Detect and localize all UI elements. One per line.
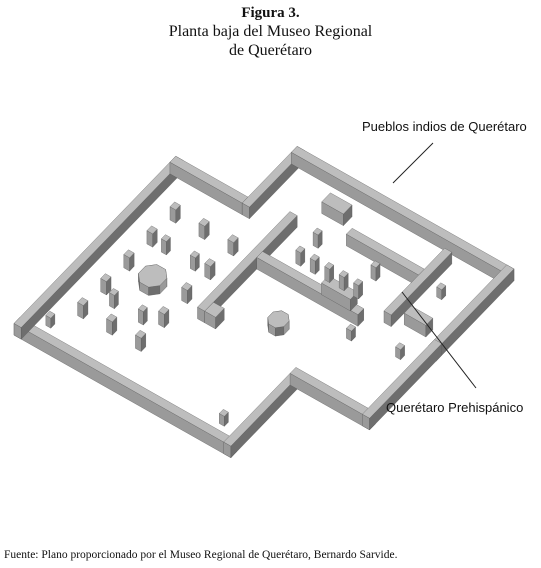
courtyard-pillar-top-face	[312, 227, 323, 236]
cloister-pillar-top-face	[158, 306, 170, 315]
cloister-pillar-top-face	[198, 218, 210, 227]
callout-queretaro-prehispanico: Querétaro Prehispánico	[386, 400, 524, 415]
wall-segment-top-face	[403, 305, 434, 326]
isolated-pillar	[395, 342, 405, 361]
cloister-fountain-top	[138, 264, 168, 288]
cloister-pillar	[158, 306, 170, 329]
wall-segment-top-face	[13, 155, 184, 328]
cloister-pillar-top-face	[161, 234, 171, 242]
cloister-pillar-top-face	[123, 249, 135, 259]
wall-segment-top-face	[289, 367, 376, 419]
courtyard-pillar	[370, 260, 381, 282]
isolated-pillar-top-face	[346, 323, 356, 332]
courtyard-pillar-top-face	[353, 278, 363, 286]
wall-segment	[169, 155, 249, 216]
isolated-pillar	[346, 323, 356, 342]
cloister-pillar-top-face	[169, 201, 181, 211]
cloister-fountain	[138, 264, 168, 296]
cloister-pillar	[106, 313, 118, 336]
isolated-pillar-top-face	[218, 409, 229, 417]
wall-segment	[291, 146, 515, 287]
cloister-pillar	[189, 250, 200, 272]
wall-segment	[13, 317, 237, 459]
cloister-pillar	[135, 329, 147, 352]
wall-segment-side-face	[369, 343, 442, 431]
leader-line-prehispanico	[401, 291, 477, 389]
courtyard-fountain-side	[275, 326, 284, 337]
callout-pueblos-indios: Pueblos indios de Querétaro	[362, 119, 527, 134]
cloister-pillar	[198, 218, 210, 241]
wall-segment	[321, 192, 353, 227]
courtyard-pillar	[338, 270, 349, 292]
wall-segment-top-face	[223, 373, 298, 447]
wall-segment-top-face	[428, 264, 515, 350]
pillar-group	[45, 201, 447, 427]
cloister-pillar	[181, 282, 193, 305]
cloister-pillar	[227, 234, 239, 257]
cloister-pillar-top-face	[227, 234, 239, 243]
courtyard-pillar	[312, 227, 323, 249]
courtyard-pillar-top-face	[295, 245, 306, 254]
cloister-pillar	[146, 225, 158, 248]
cloister-pillar-top-face	[106, 313, 118, 323]
cloister-pillar-top-face	[204, 258, 216, 267]
wall-segment-top-face	[197, 211, 298, 312]
cloister-pillar	[100, 273, 112, 296]
cloister-pillar	[169, 201, 181, 224]
courtyard-pillar-top-face	[370, 260, 381, 268]
wall-segment	[197, 211, 298, 324]
courtyard-fountain	[267, 310, 290, 337]
wall-segment-top-face	[383, 247, 453, 316]
courtyard-pillar-top-face	[309, 253, 320, 262]
cloister-pillar-top-face	[146, 225, 158, 235]
wall-segment	[204, 302, 225, 330]
cloister-pillar-top-face	[189, 250, 200, 259]
isolated-pillar	[218, 409, 229, 427]
courtyard-pillar	[309, 253, 320, 275]
leader-line-pueblos	[392, 142, 434, 184]
courtyard-pillar-top-face	[338, 270, 349, 278]
wall-segment	[223, 373, 298, 459]
figure-title-line-1: Planta baja del Museo Regional	[168, 23, 373, 40]
isolated-pillar-top-face	[45, 310, 56, 319]
wall-segment-front-face	[13, 323, 232, 459]
cloister-pillar	[161, 234, 171, 256]
wall-segment	[346, 228, 425, 288]
wall-segment-top-face	[321, 192, 353, 215]
wall-segment-top-face	[204, 302, 225, 318]
cloister-pillar	[138, 304, 148, 326]
courtyard-fountain-top	[267, 310, 290, 328]
cloister-pillar-top-face	[77, 297, 89, 306]
courtyard-pillar	[295, 245, 306, 267]
isolated-pillar	[45, 310, 56, 329]
cloister-pillar	[77, 297, 89, 320]
wall-segment-side-face	[435, 268, 515, 362]
wall-segment	[13, 155, 184, 340]
cloister-pillar-top-face	[181, 282, 193, 291]
wall-segment	[383, 247, 453, 328]
isolated-pillar-top-face	[395, 342, 405, 350]
wall-group	[13, 146, 515, 459]
figure-label: Figura 3.	[241, 5, 300, 21]
cloister-pillar	[204, 258, 216, 281]
cloister-pillar-top-face	[135, 329, 147, 339]
wall-segment	[403, 305, 434, 338]
courtyard-pillar	[353, 278, 363, 300]
isolated-pillar-top-face	[436, 282, 447, 291]
figure-source-note: Fuente: Plano proporcionado por el Museo…	[4, 549, 398, 561]
courtyard-pillar	[324, 262, 335, 284]
isolated-pillar	[436, 282, 447, 301]
cloister-pillar-top-face	[109, 288, 119, 296]
fountain-group	[138, 264, 290, 337]
wall-segment-side-face	[230, 376, 298, 459]
courtyard-pillar-top-face	[324, 262, 335, 270]
wall-segment-top-face	[13, 317, 237, 447]
wall-segment-front-face	[289, 373, 370, 431]
cloister-pillar-top-face	[138, 304, 148, 312]
figure-title-line-2: de Querétaro	[228, 42, 313, 59]
cloister-pillar-top-face	[100, 273, 112, 282]
cloister-pillar	[109, 288, 119, 310]
cloister-pillar	[123, 249, 135, 272]
